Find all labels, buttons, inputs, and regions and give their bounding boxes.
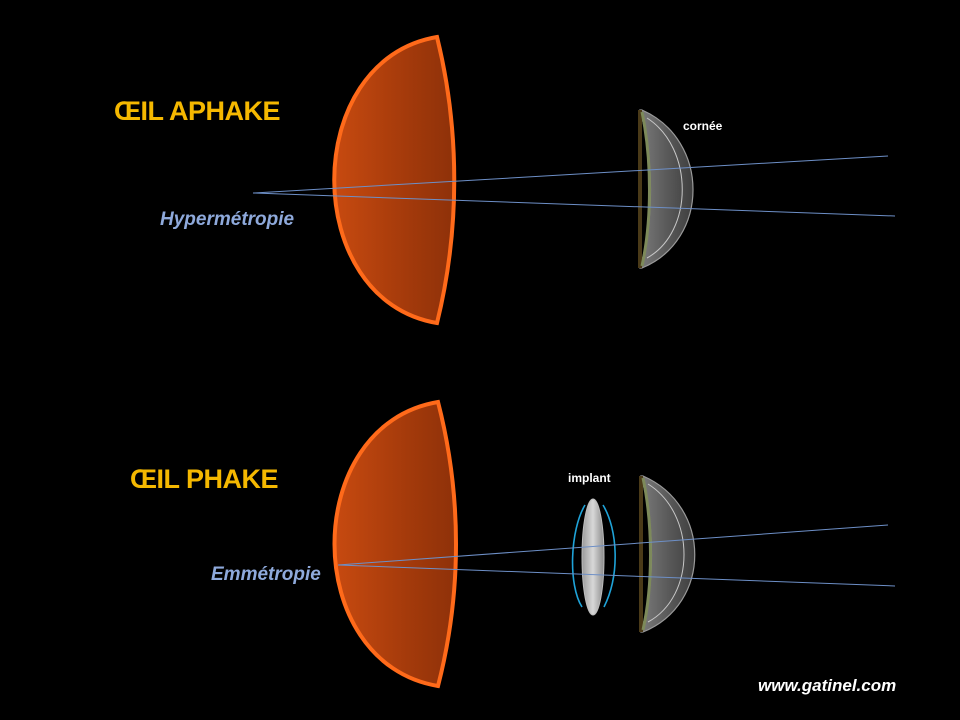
phakic-eye-group [332, 399, 896, 689]
website-watermark: www.gatinel.com [758, 676, 897, 695]
label-implant: implant [568, 471, 611, 485]
ray-top-upper [252, 155, 889, 194]
condition-hyperopia: Hypermétropie [160, 209, 295, 230]
title-aphakic-eye: ŒIL APHAKE [114, 96, 281, 126]
cornea-bottom [639, 475, 696, 633]
ray-top-lower [252, 192, 896, 217]
ray-bottom-lower [337, 564, 896, 587]
implant-haptic-left [571, 504, 586, 608]
retina-shape-bottom [332, 399, 458, 689]
implant-lens [571, 498, 616, 616]
cornea-top [638, 109, 694, 269]
aphakic-eye-group [252, 34, 896, 326]
implant-haptic-right [602, 504, 616, 608]
condition-emmetropia: Emmétropie [211, 564, 321, 585]
title-phakic-eye: ŒIL PHAKE [130, 464, 279, 494]
ray-bottom-upper [337, 524, 889, 566]
retina-shape-top [332, 34, 457, 326]
label-cornea: cornée [683, 119, 723, 133]
